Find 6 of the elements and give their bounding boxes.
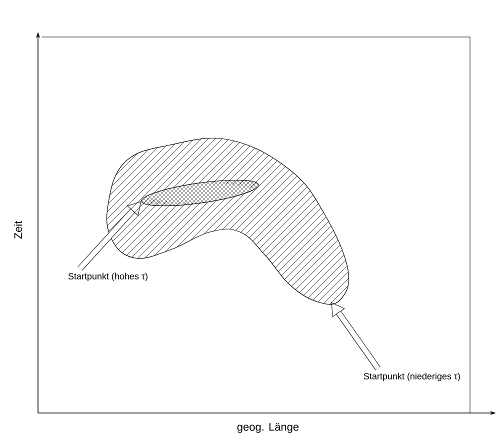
hollow-arrow [78, 201, 142, 271]
axis-label: Zeit [14, 220, 22, 239]
crosshatched-ellipse [141, 180, 259, 206]
annotation-text: Startpunkt (niederiges τ) [364, 372, 460, 382]
axis-label: geog. Länge [237, 423, 299, 433]
hollow-arrow [331, 302, 380, 370]
